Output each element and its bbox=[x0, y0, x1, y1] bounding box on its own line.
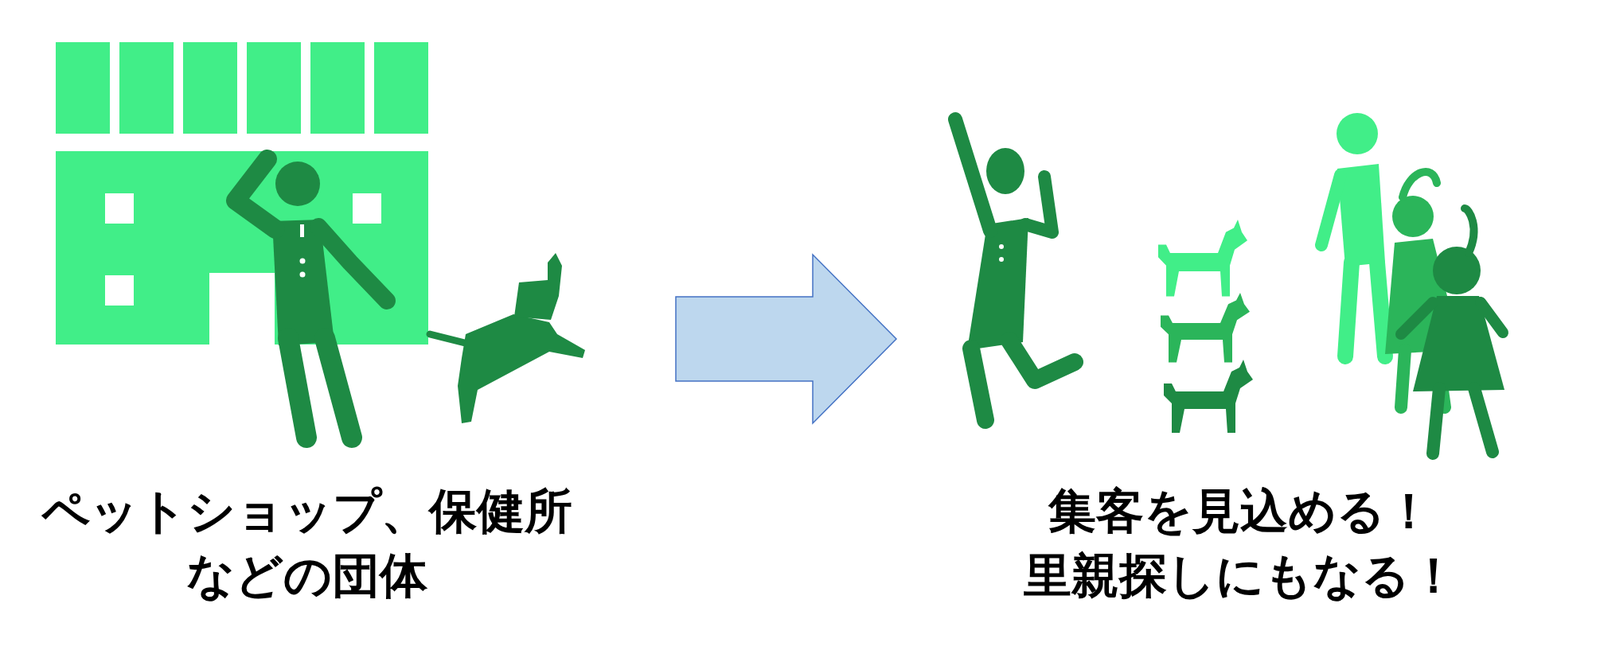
illustrated-group: ペットショップ、保健所 などの団体 bbox=[15, 31, 676, 645]
caption-text: 集客を見込める！ 里親探しにもなる！ bbox=[937, 479, 1543, 609]
happy-figure bbox=[955, 119, 1075, 421]
dogs-group bbox=[1158, 219, 1253, 434]
illustrated-group: 集客を見込める！ 里親探しにもなる！ bbox=[896, 31, 1585, 645]
building bbox=[55, 42, 429, 347]
caption-text: ペットショップ、保健所 などの団体 bbox=[15, 479, 598, 609]
staff-figure bbox=[235, 159, 387, 438]
dog-figure bbox=[429, 253, 586, 424]
block-arrow bbox=[675, 254, 897, 424]
family-figures bbox=[1321, 113, 1505, 454]
